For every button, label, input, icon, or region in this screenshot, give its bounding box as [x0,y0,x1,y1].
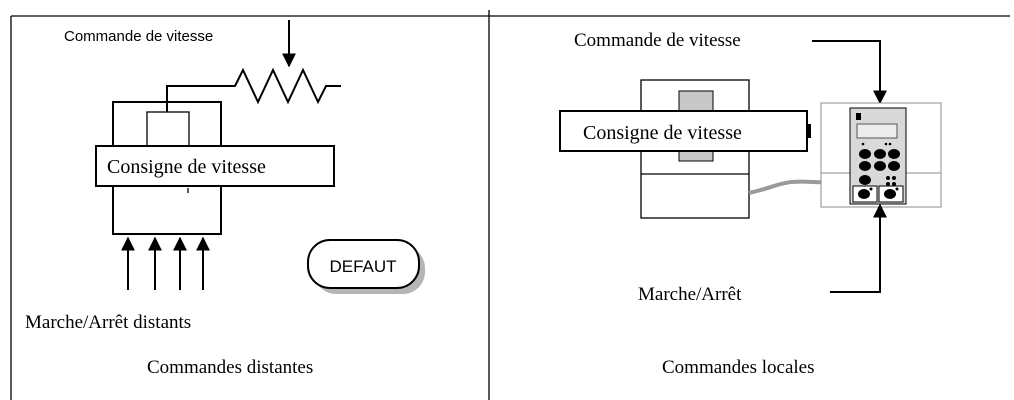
right-speed-command-arrow [812,40,887,105]
start-stop-label: Marche/Arrêt [638,284,742,305]
fault-button-label: DEFAUT [329,257,396,276]
keypad-key[interactable] [888,161,900,171]
right-speed-setpoint-label: Consigne de vitesse [583,122,742,144]
potentiometer-symbol [166,67,341,112]
keypad-key[interactable] [874,161,886,171]
keypad [849,107,907,205]
left-speed-setpoint-box [95,145,335,187]
start-stop-arrow [830,203,887,293]
right-panel-caption: Commandes locales [662,357,815,378]
keypad-stop-key[interactable] [884,189,896,199]
left-speed-setpoint-label: Consigne de vitesse [107,156,266,178]
keypad-key[interactable] [888,149,900,159]
keypad-display [856,123,898,139]
keypad-key[interactable] [859,149,871,159]
right-panel: Commande de vitesse Consigne de vitesse [559,30,942,378]
keypad-key[interactable] [859,175,871,185]
drive-slot [146,111,190,147]
keypad-key[interactable] [859,161,871,171]
panel-frame [10,10,1010,400]
right-speed-command-label: Commande de vitesse [574,30,741,51]
remote-input-arrows [121,236,210,290]
keypad-run-key[interactable] [858,189,870,199]
left-panel: Commande de vitesse Consigne de vitesse … [25,20,425,378]
keypad-led [856,113,861,120]
left-panel-caption: Commandes distantes [147,357,313,378]
keypad-key[interactable] [874,149,886,159]
remote-start-stop-label: Marche/Arrêt distants [25,312,191,333]
left-speed-command-label: Commande de vitesse [64,28,213,45]
right-speed-setpoint-box [559,110,808,152]
fault-button[interactable]: DEFAUT [307,239,425,294]
